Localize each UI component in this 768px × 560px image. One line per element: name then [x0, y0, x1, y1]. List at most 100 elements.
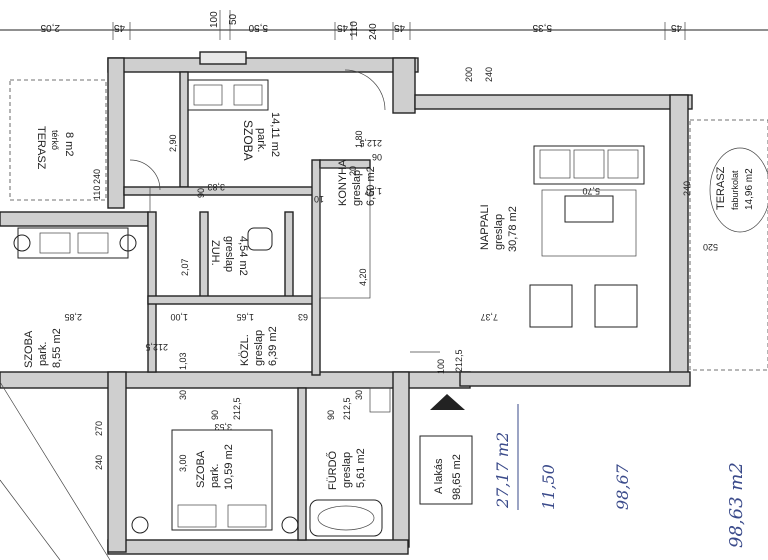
top-dimension-line: 2,05 45 5,50 45 110 45 5,35 45 100 50 24…	[0, 10, 768, 40]
room-kozl: KÖZL. greslap 6,39 m2	[239, 326, 279, 366]
walls	[0, 57, 693, 555]
svg-text:2,07: 2,07	[180, 258, 190, 276]
svg-text:90: 90	[196, 188, 206, 198]
svg-text:TERASZ: TERASZ	[715, 166, 727, 210]
top-dim-5: 110	[349, 21, 360, 37]
svg-text:SZOBA: SZOBA	[195, 450, 207, 488]
guide-lines	[0, 69, 768, 560]
svg-text:3,83: 3,83	[207, 182, 225, 192]
svg-text:3,00: 3,00	[178, 454, 188, 472]
room-terasz-left: TERASZ térkő 8 m2	[35, 126, 75, 170]
svg-text:térkő: térkő	[50, 130, 60, 150]
svg-text:greslap: greslap	[351, 170, 363, 206]
top-dim-3: 5,50	[248, 22, 268, 33]
room-szoba-bottom: SZOBA park. 10,59 m2	[195, 444, 235, 490]
svg-text:4,54 m2: 4,54 m2	[237, 236, 249, 276]
svg-text:10: 10	[314, 194, 324, 204]
svg-text:14,96 m2: 14,96 m2	[744, 168, 755, 210]
svg-text:90: 90	[326, 410, 336, 420]
svg-text:1,57: 1,57	[364, 186, 382, 196]
room-konyha: KONYHA greslap 6,60 m2	[337, 159, 377, 206]
svg-text:2,90: 2,90	[168, 134, 178, 152]
svg-text:110: 110	[92, 186, 102, 200]
svg-text:63: 63	[298, 312, 308, 322]
room-zuh: ZUH. greslap 4,54 m2	[209, 236, 249, 276]
top-dim-2: 45	[113, 22, 125, 33]
svg-text:200: 200	[464, 67, 474, 82]
svg-text:30: 30	[354, 390, 364, 400]
svg-text:faburkolat: faburkolat	[730, 170, 740, 210]
svg-text:SZOBA: SZOBA	[23, 330, 35, 368]
top-mark-240: 240	[368, 23, 379, 40]
svg-text:98,63 m2: 98,63 m2	[726, 462, 747, 548]
svg-text:2,85: 2,85	[64, 312, 82, 322]
svg-text:240: 240	[484, 67, 494, 82]
top-dim-7: 5,35	[532, 22, 552, 33]
svg-text:100: 100	[436, 359, 446, 374]
svg-text:1,65: 1,65	[236, 312, 254, 322]
svg-text:14,11 m2: 14,11 m2	[269, 112, 281, 157]
top-mark-100: 100	[209, 11, 220, 28]
handwritten-notes: 27,17 m2 11,50 98,67 98,63 m2	[493, 404, 747, 548]
svg-text:30,78 m2: 30,78 m2	[507, 206, 519, 252]
svg-text:06: 06	[372, 152, 382, 162]
svg-text:greslap: greslap	[493, 214, 505, 250]
svg-text:520: 520	[703, 242, 718, 252]
svg-text:4,20: 4,20	[358, 268, 368, 286]
svg-text:27,17 m2: 27,17 m2	[493, 432, 512, 509]
svg-text:212,5: 212,5	[359, 138, 382, 148]
inner-dimensions: 2,90 3,83 1,80 212,5 06 1,57 5,70 4,20 2…	[64, 67, 718, 472]
svg-text:ZUH.: ZUH.	[209, 240, 221, 266]
svg-text:7,37: 7,37	[480, 312, 498, 322]
room-nappali: NAPPALI greslap 30,78 m2	[479, 204, 519, 252]
svg-text:212,5: 212,5	[454, 349, 464, 372]
top-dim-4: 45	[336, 22, 348, 33]
svg-text:NAPPALI: NAPPALI	[479, 204, 491, 250]
top-dim-6: 45	[393, 22, 405, 33]
svg-text:6,60 m2: 6,60 m2	[365, 166, 377, 206]
svg-text:1,00: 1,00	[170, 312, 188, 322]
svg-text:20: 20	[348, 166, 358, 176]
svg-text:270: 270	[94, 421, 104, 436]
room-terasz-right: TERASZ faburkolat 14,96 m2	[709, 147, 768, 233]
svg-text:212,5: 212,5	[342, 397, 352, 420]
total-area-box: A lakás 98,65 m2	[419, 435, 473, 505]
furniture	[13, 51, 645, 537]
svg-text:240: 240	[682, 181, 692, 196]
top-dim-1: 2,05	[40, 22, 60, 33]
svg-text:212,5: 212,5	[232, 397, 242, 420]
svg-text:park.: park.	[255, 128, 267, 152]
svg-text:6,39 m2: 6,39 m2	[267, 326, 279, 366]
svg-text:240: 240	[92, 169, 102, 184]
svg-text:3,53: 3,53	[214, 422, 232, 432]
svg-text:park.: park.	[37, 342, 49, 366]
svg-text:30: 30	[178, 390, 188, 400]
svg-text:11,50: 11,50	[539, 464, 558, 510]
svg-text:TERASZ: TERASZ	[35, 126, 47, 170]
svg-text:greslap: greslap	[223, 236, 235, 272]
svg-text:8 m2: 8 m2	[63, 132, 75, 156]
svg-text:FÜRDŐ: FÜRDŐ	[325, 450, 339, 490]
entrance-arrow-icon	[430, 394, 465, 410]
svg-text:park.: park.	[209, 464, 221, 488]
svg-text:KONYHA: KONYHA	[337, 159, 349, 206]
svg-text:90: 90	[210, 410, 220, 420]
svg-text:8,55 m2: 8,55 m2	[51, 328, 63, 368]
svg-text:5,70: 5,70	[582, 186, 600, 196]
svg-text:1,03: 1,03	[178, 352, 188, 370]
svg-text:10,59 m2: 10,59 m2	[223, 444, 235, 490]
top-dim-8: 45	[670, 22, 682, 33]
total-area: 98,65 m2	[451, 454, 463, 500]
svg-text:240: 240	[94, 455, 104, 470]
room-szoba-top: SZOBA park. 14,11 m2	[241, 112, 281, 161]
svg-text:212,5: 212,5	[145, 342, 168, 352]
svg-text:1,80: 1,80	[354, 130, 364, 148]
svg-text:greslap: greslap	[341, 452, 353, 488]
svg-text:5,61 m2: 5,61 m2	[355, 448, 367, 488]
svg-text:98,67: 98,67	[613, 463, 632, 510]
room-furdo: FÜRDŐ greslap 5,61 m2	[325, 448, 367, 490]
room-szoba-left: SZOBA park. 8,55 m2	[23, 328, 63, 368]
svg-text:SZOBA: SZOBA	[241, 120, 255, 161]
svg-text:KÖZL.: KÖZL.	[239, 334, 251, 366]
